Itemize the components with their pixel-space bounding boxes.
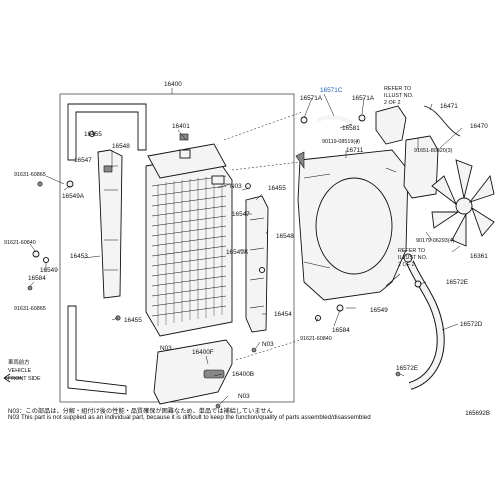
svg-text:REFER TO: REFER TO (398, 248, 425, 254)
label-16455a: 16455 (84, 131, 102, 138)
label-16584b: 16584 (332, 327, 350, 334)
svg-text:VEHICLE: VEHICLE (8, 368, 31, 374)
label-91651: 91651-80820(3) (414, 148, 453, 154)
label-16455b: 16455 (124, 317, 142, 324)
radiator-top-tank (147, 143, 227, 179)
label-16361: 16361 (470, 253, 488, 260)
label-16547a: 16547 (74, 157, 92, 164)
lower-pad (203, 369, 225, 379)
hose-clamp-left (300, 116, 308, 124)
label-91631a: 91631-60865 (14, 172, 46, 178)
label-16471: 16471 (440, 103, 458, 110)
radiator-assembly-frame (59, 93, 295, 403)
label-16470: 16470 (470, 123, 488, 130)
svg-text:ILLUST NO.: ILLUST NO. (398, 255, 427, 261)
fasteners (27, 130, 401, 409)
label-91631b: 91631-60865 (14, 306, 46, 312)
label-16572d: 16572D (460, 321, 483, 328)
lower-hose-clamp (414, 280, 422, 288)
label-90119: 90119-08519(4) (322, 139, 360, 145)
label-16453: 16453 (70, 253, 88, 260)
label-16548a: 16548 (112, 143, 130, 150)
svg-text:ILLUST NO.: ILLUST NO. (384, 93, 413, 99)
label-16400b: 16400B (232, 371, 254, 378)
lower-hose-clamp-top (403, 253, 413, 263)
fan-shroud-opening (315, 177, 393, 275)
refer-note-upper: REFER TO ILLUST NO. 2 OF 2 (384, 86, 413, 106)
label-91621b: 91621-60840 (300, 336, 332, 342)
label-16548b: 16548 (276, 233, 294, 240)
label-16571a2: 16571A (352, 95, 375, 102)
lower-support (153, 339, 233, 405)
svg-text:FRONT SIDE: FRONT SIDE (8, 376, 41, 382)
footnote-japanese: N03：この部品は、分解・組付け後の性能・品質確保が困難なため、単品では補給して… (8, 408, 273, 415)
reserve-hose (423, 105, 461, 137)
label-16584a: 16584 (28, 275, 46, 282)
footnote-english: N03 This part is not supplied as an indi… (8, 414, 371, 421)
label-16547b: 16547 (232, 211, 250, 218)
svg-text:2 OF 2: 2 OF 2 (384, 100, 400, 106)
label-n03d: N03 (262, 341, 274, 348)
fan-shroud (297, 149, 409, 301)
part-labels: 16400 16401 16455 16548 16547 91631-6086… (4, 81, 488, 400)
left-side-tank (97, 149, 123, 299)
label-16572e1: 16572E (446, 279, 468, 286)
dash-mid (231, 161, 301, 171)
label-16455c: 16455 (268, 185, 286, 192)
fan-blade-assembly (431, 159, 495, 247)
label-16571a1: 16571A (300, 95, 323, 102)
label-16549b: 16549A (226, 249, 249, 256)
right-tank-ribs (249, 217, 265, 309)
refer-note-lower: REFER TO ILLUST NO. 2 OF 2 (398, 248, 427, 268)
water-outlet-housing (375, 105, 407, 145)
dash-lower (235, 339, 301, 361)
label-16711: 16711 (346, 147, 364, 154)
upper-support-bar (67, 103, 147, 161)
label-16400: 16400 (164, 81, 182, 88)
label-16549a: 16549A (62, 193, 85, 200)
label-n03b: N03 (160, 345, 172, 352)
hose-clamp-right (358, 114, 366, 122)
reserve-tank (403, 135, 439, 199)
label-90179: 90179-06293(4) (416, 238, 455, 244)
vehicle-front-arrow (3, 373, 22, 383)
label-16549c: 16549 (40, 267, 58, 274)
lower-support-bar (67, 305, 127, 395)
svg-text:REFER TO: REFER TO (384, 86, 411, 92)
svg-text:2 OF 2: 2 OF 2 (398, 262, 414, 268)
shroud-ribs (303, 167, 401, 287)
radiator-cap-neck (179, 149, 191, 159)
leader-lines (29, 93, 463, 405)
upper-inlet (211, 175, 225, 185)
label-16454: 16454 (274, 311, 292, 318)
radiator-fins (151, 175, 227, 326)
figure-number: 165692B (465, 410, 490, 417)
label-n03c: N03 (238, 393, 250, 400)
label-n03a: N03 (230, 183, 242, 190)
dash-upper (223, 111, 303, 141)
svg-text:車両前方: 車両前方 (8, 358, 30, 366)
label-16581: 16581 (342, 125, 360, 132)
right-side-tank (245, 195, 269, 333)
label-91621a: 91621-60840 (4, 240, 36, 246)
label-16572e2: 16572E (396, 365, 418, 372)
upper-hose (317, 115, 354, 126)
vehicle-front-note: 車両前方 VEHICLE FRONT SIDE (8, 358, 41, 382)
label-16549d: 16549 (370, 307, 388, 314)
label-16400f: 16400F (192, 349, 214, 356)
label-16571c: 16571C (320, 87, 343, 94)
label-16401: 16401 (172, 123, 190, 130)
